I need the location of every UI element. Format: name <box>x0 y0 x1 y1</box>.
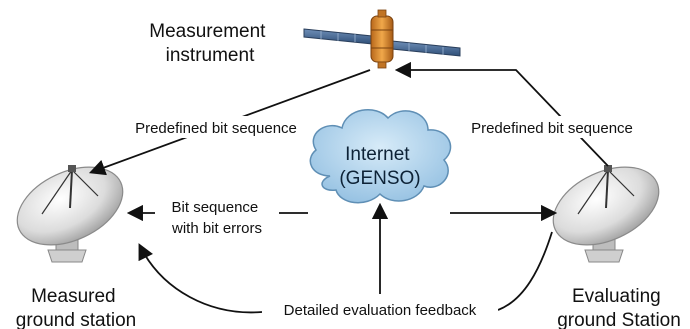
cloud-label-line2: (GENSO) <box>339 168 420 189</box>
errors-label-line2: with bit errors <box>171 220 262 237</box>
satellite-label: Measurement instrument <box>149 21 270 66</box>
arrow-feedback-to-measured <box>138 243 263 314</box>
errors-label: Bit sequence with bit errors <box>171 199 262 237</box>
measured-station-label: Measured ground station <box>16 286 136 329</box>
evaluating-station-label: Evaluating ground Station <box>557 286 681 329</box>
errors-label-line1: Bit sequence <box>172 199 259 216</box>
right-sequence-label: Predefined bit sequence <box>471 120 633 137</box>
cloud-label-line1: Internet <box>345 144 410 165</box>
evaluating-station-label-line1: Evaluating <box>572 286 661 307</box>
satellite-label-line2: instrument <box>166 45 255 66</box>
evaluating-dish-icon <box>552 165 660 263</box>
satellite-label-line1: Measurement <box>149 21 266 42</box>
measured-station-label-line1: Measured <box>31 286 116 307</box>
arrow-feedback-from-evaluating <box>497 231 553 311</box>
left-sequence-label: Predefined bit sequence <box>135 120 297 137</box>
measured-dish-icon <box>16 165 124 263</box>
cloud-label: Internet (GENSO) <box>339 144 420 189</box>
evaluating-station-label-line2: ground Station <box>557 310 681 329</box>
measured-station-label-line2: ground station <box>16 310 136 329</box>
cloud-icon <box>309 109 452 204</box>
satellite-icon <box>303 9 461 69</box>
feedback-label: Detailed evaluation feedback <box>284 302 477 319</box>
